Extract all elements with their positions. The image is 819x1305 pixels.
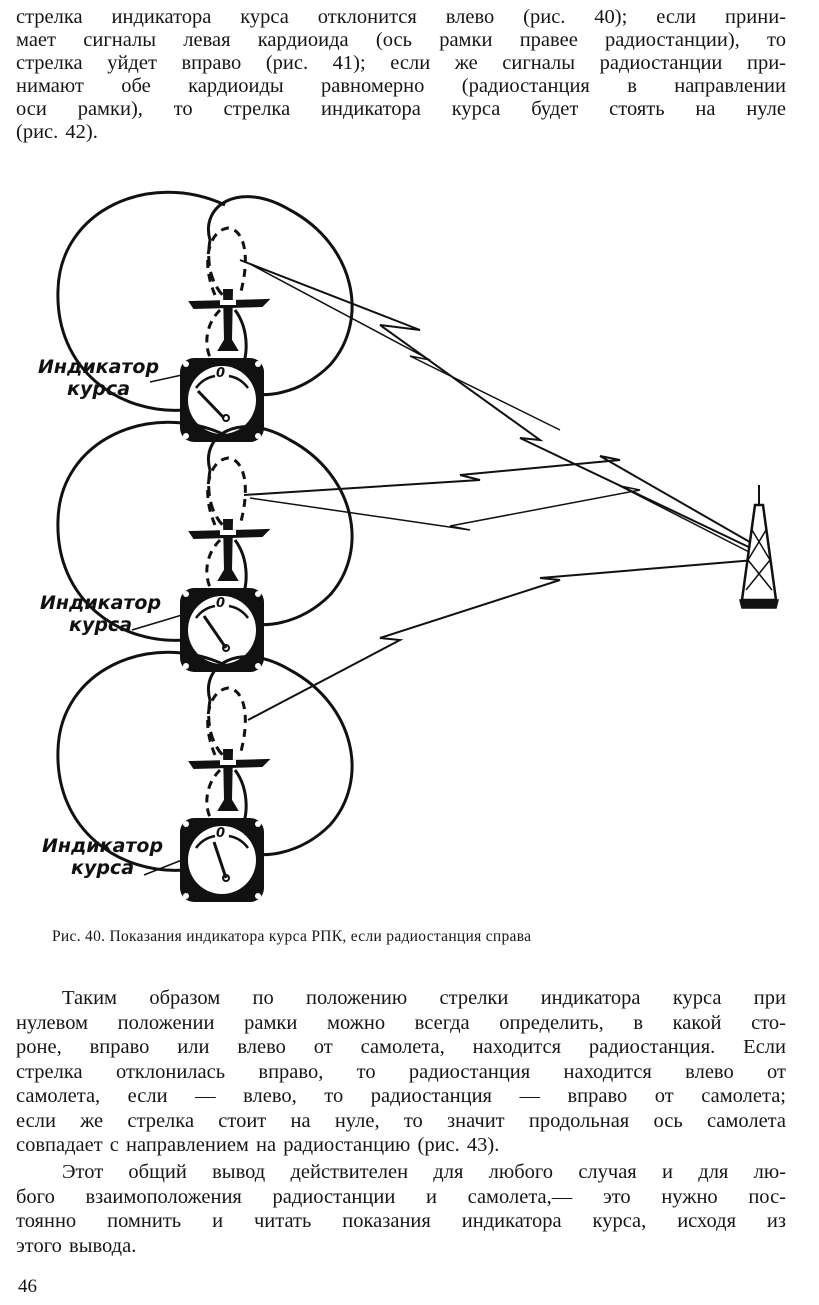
indicator-label: Индикатор курса xyxy=(38,356,159,400)
text-line: оси рамки), то стрелка индикатора курса … xyxy=(16,98,786,120)
text-line: тоянно помнить и читать показания индика… xyxy=(16,1210,786,1232)
label-line: курса xyxy=(67,378,131,400)
dial-zero-mark: 0 xyxy=(216,596,226,611)
paragraph-top: стрелка индикатора курса отклонится влев… xyxy=(16,6,786,144)
indicator-needle xyxy=(202,615,228,649)
text-line: Таким образом по положению стрелки индик… xyxy=(62,987,786,1009)
text-line: (рис. 42). xyxy=(16,121,98,143)
text-line: роне, вправо или влево от самолета, нахо… xyxy=(16,1036,786,1058)
text-line: Этот общий вывод действителен для любого… xyxy=(62,1161,786,1183)
text-line: мает сигналы левая кардиоида (ось рамки … xyxy=(16,29,786,51)
text-line: стрелка уйдет вправо (рис. 41); если же … xyxy=(16,52,786,74)
indicator-label: Индикатор курса xyxy=(40,592,161,636)
text-line: стрелка отклонилась вправо, то радиостан… xyxy=(16,1060,786,1083)
label-line: Индикатор xyxy=(38,356,160,378)
label-line: курса xyxy=(71,857,135,879)
text-line: нулевом положении рамки можно всегда опр… xyxy=(16,1011,786,1034)
figure-caption: Рис. 40. Показания индикатора курса РПК,… xyxy=(52,928,532,945)
label-line: курса xyxy=(69,614,133,636)
diagram-zero xyxy=(56,559,756,904)
text-line: этого вывода. xyxy=(16,1234,137,1257)
signal-zigzag xyxy=(247,559,756,721)
text-line: совпадает с направлением на радиостанцию… xyxy=(16,1134,500,1156)
dial-zero-mark: 0 xyxy=(216,366,226,381)
text-line: нимают обе кардиоиды равномерно (радиост… xyxy=(16,75,786,97)
paragraph-final: Этот общий вывод действителен для любого… xyxy=(16,1160,786,1258)
text-line: если же стрелка стоит на нуле, то значит… xyxy=(16,1109,786,1132)
figure-40: Индикатор курса Индикатор курса Индикато… xyxy=(0,160,819,930)
signal-zigzag xyxy=(239,259,756,551)
indicator-label: Индикатор курса xyxy=(42,835,163,879)
diagram-left-deviation xyxy=(56,190,756,551)
page-number: 46 xyxy=(18,1276,37,1297)
indicator-needle xyxy=(196,389,226,420)
diagram-right-deviation xyxy=(56,420,756,674)
signal-zigzag xyxy=(243,455,756,546)
indicator-needle xyxy=(212,841,228,879)
paragraph-conclusion: Таким образом по положению стрелки индик… xyxy=(16,986,786,1158)
text-line: стрелка индикатора курса отклонится влев… xyxy=(16,6,786,28)
label-line: Индикатор xyxy=(42,835,164,857)
text-line: бого взаимоположения радиостанции и само… xyxy=(16,1185,786,1208)
dial-zero-mark: 0 xyxy=(216,826,226,841)
figure-drawing xyxy=(56,190,779,904)
text-line: самолета, если — влево, то радиостанция … xyxy=(16,1085,786,1107)
label-line: Индикатор xyxy=(40,592,162,614)
radio-tower-icon xyxy=(739,485,779,609)
